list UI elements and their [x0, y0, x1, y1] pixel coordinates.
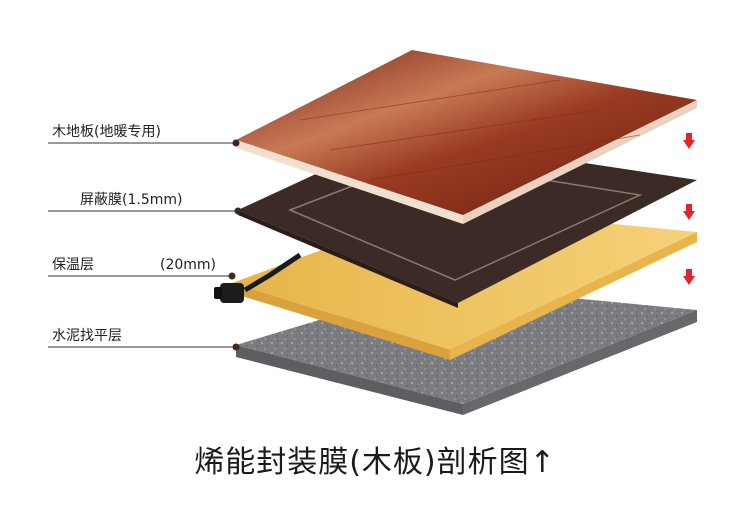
- label-concrete: 水泥找平层: [52, 328, 122, 344]
- label-shielding-film: 屏蔽膜(1.5mm): [80, 192, 183, 208]
- down-arrow-1: [683, 133, 695, 149]
- connector-plug-icon: [214, 283, 244, 303]
- diagram-caption: 烯能封装膜(木板)剖析图↑: [194, 445, 556, 480]
- down-arrow-3: [683, 269, 695, 285]
- wood-floor-layer: [236, 50, 697, 224]
- leader-dot-concrete: [232, 343, 240, 351]
- leader-dot-film: [234, 207, 242, 215]
- down-arrow-2: [683, 204, 695, 220]
- label-insulation: 保温层: [52, 257, 94, 273]
- label-insulation-thickness: (20mm): [160, 257, 217, 273]
- label-wood-floor: 木地板(地暖专用): [52, 124, 161, 140]
- leader-dot-insulation: [228, 272, 236, 280]
- leader-dot-wood: [232, 139, 240, 147]
